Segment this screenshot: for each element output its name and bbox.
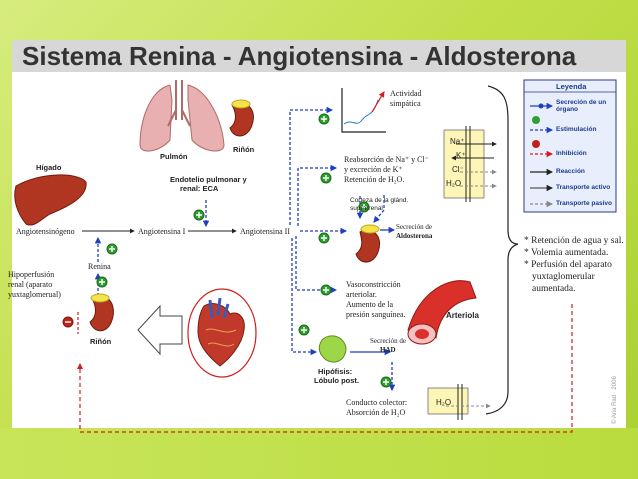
label-hipoperfusion-2: renal (aparato — [8, 280, 53, 289]
label-endotelio-2: renal: ECA — [180, 184, 219, 193]
bullet-2: * Volemia aumentada. — [524, 248, 609, 258]
label-vaso-3: Aumento de la — [346, 300, 394, 309]
bullet-3: * Perfusión del aparato — [524, 260, 612, 270]
bullet-3b: yuxtaglomerular — [532, 272, 595, 282]
label-secrecion-had-2: HAD — [380, 346, 396, 354]
legend-item-transporte-activo: Transporte activo — [556, 184, 611, 191]
adrenal-middle — [360, 224, 380, 234]
label-higado: Hígado — [36, 163, 62, 172]
label-conducto-1: Conducto colector: — [346, 398, 408, 407]
ion-box-top — [443, 129, 485, 199]
label-angiotensinogeno: Angiotensinógeno — [16, 227, 75, 236]
label-hipoperfusion-3: yuxtaglomerual) — [8, 290, 61, 299]
slide-title: Sistema Renina - Angiotensina - Aldoster… — [12, 40, 626, 72]
label-vaso-4: presión sanguínea. — [346, 310, 406, 319]
arteriole-organ — [407, 280, 477, 339]
label-corteza-1: Corteza de la glánd. — [350, 197, 409, 204]
lungs-organ — [139, 84, 225, 152]
ion-box-bottom — [427, 387, 469, 415]
legend-item-secrecion: Secreción de un órgano — [556, 99, 607, 113]
label-actividad-1: Actividad — [390, 89, 422, 98]
outline-left-arrow — [137, 304, 183, 356]
legend-item-reaccion: Reacción — [556, 168, 585, 175]
label-endotelio: Endotelio pulmonar y — [170, 175, 247, 184]
adrenal-top — [231, 99, 251, 109]
label-rinon-bottom: Riñón — [90, 337, 112, 346]
credit-text: © Aria Rad · 2006 — [612, 376, 618, 424]
heart-icon — [197, 303, 245, 367]
label-vaso-2: arteriolar. — [346, 290, 377, 299]
bottom-band — [0, 428, 638, 479]
label-actividad-2: simpática — [390, 99, 421, 108]
label-pulmon: Pulmón — [160, 152, 188, 161]
label-secrecion-aldo-2: Aldosterona — [396, 232, 433, 240]
liver-organ — [14, 174, 87, 226]
ion-cl: Cl⁻ — [452, 165, 464, 174]
label-corteza-2: suprarrenal — [350, 205, 383, 212]
label-angiotensina-2: Angiotensina II — [240, 227, 290, 236]
ion-h2o-bottom: H₂O — [436, 398, 452, 407]
legend-title: Leyenda — [556, 82, 587, 91]
label-angiotensina-1: Angiotensina I — [138, 227, 186, 236]
label-reabs-3: Retención de H₂O. — [344, 175, 405, 184]
adrenal-bottom — [90, 293, 110, 303]
label-secrecion-aldo-1: Secreción de — [396, 223, 432, 231]
hypophysis-organ — [318, 335, 347, 363]
legend-item-estimulacion: Estimulación — [556, 126, 597, 133]
label-conducto-2: Absorción de H₂O — [346, 408, 406, 417]
legend-item-transporte-pasivo: Transporte pasivo — [556, 200, 612, 207]
bullet-3c: aumentada. — [532, 284, 576, 294]
ion-k: K⁺ — [456, 151, 466, 160]
label-rinon-top: Riñón — [233, 145, 255, 154]
label-renina: Renina — [88, 262, 111, 271]
trachea — [167, 80, 191, 127]
label-hipoperfusion-1: Hipoperfusión — [8, 270, 55, 279]
label-hipofisis-2: Lóbulo post. — [314, 376, 359, 385]
label-vaso-1: Vasoconstricción — [346, 280, 401, 289]
heart-highlight-circle — [187, 288, 257, 378]
sympathetic-graph — [341, 88, 386, 133]
kidney-middle — [355, 229, 380, 263]
label-reabs-2: y excreción de K⁺ — [344, 165, 403, 174]
label-arteriola: Arteriola — [446, 311, 479, 320]
ion-na: Na⁺ — [450, 137, 465, 146]
label-hipofisis-1: Hipófisis: — [318, 367, 353, 376]
label-reabs-1: Reabsorción de Na⁺ y Cl⁻ — [344, 155, 429, 164]
label-secrecion-had-1: Secreción de — [370, 337, 406, 345]
ion-h2o: H₂O — [446, 179, 462, 188]
legend-item-inhibicion: Inhibición — [556, 150, 587, 157]
bullet-1: * Retención de agua y sal. — [524, 236, 624, 246]
